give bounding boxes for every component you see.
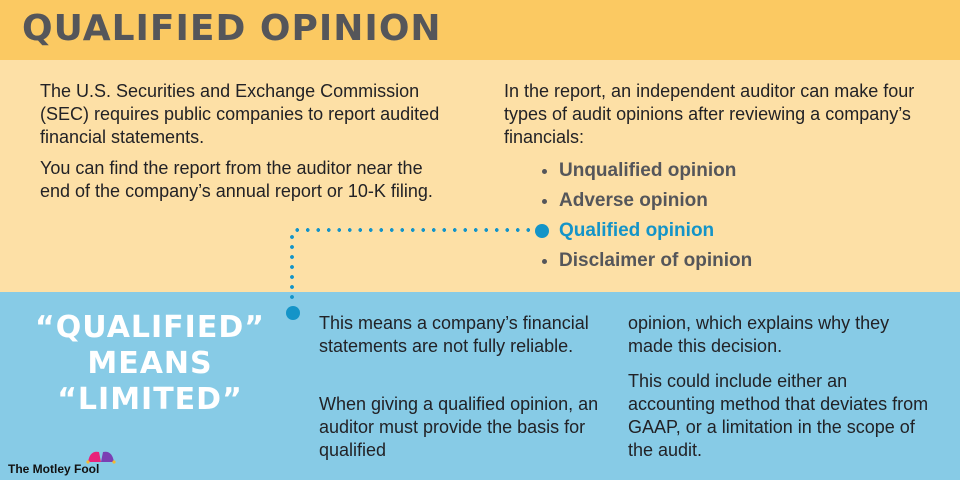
bullet-icon	[542, 169, 547, 174]
jester-hat-icon	[86, 451, 116, 464]
bullet-icon	[542, 199, 547, 204]
callout-heading: “QUALIFIED” MEANS “LIMITED”	[35, 310, 265, 417]
opinion-types-intro: In the report, an independent auditor ca…	[504, 81, 915, 147]
intro-paragraph-sec: The U.S. Securities and Exchange Commiss…	[40, 81, 440, 147]
list-item: Adverse opinion	[540, 186, 752, 216]
basis-continued-paragraph: opinion, which explains why they made th…	[628, 313, 890, 356]
list-item: Unqualified opinion	[540, 156, 752, 186]
gaap-paragraph: This could include either an accounting …	[628, 371, 929, 460]
top-section	[0, 60, 960, 292]
opinion-types-list: Unqualified opinion Adverse opinion Qual…	[535, 156, 752, 276]
list-item: Disclaimer of opinion	[540, 246, 752, 276]
meaning-paragraph: This means a company’s financial stateme…	[319, 313, 589, 356]
header-band: QUALIFIED OPINION	[0, 0, 960, 60]
page-title: QUALIFIED OPINION	[22, 8, 442, 49]
bullet-icon	[542, 259, 547, 264]
dotted-connector-vertical	[290, 232, 294, 300]
dotted-connector-horizontal	[292, 228, 532, 232]
connector-end-dot-icon	[286, 306, 300, 320]
list-item-highlighted: Qualified opinion	[535, 216, 752, 246]
motley-fool-logo: The Motley Fool	[8, 448, 118, 478]
intro-paragraph-report: You can find the report from the auditor…	[40, 158, 433, 201]
highlight-dot-icon	[535, 224, 549, 238]
basis-paragraph: When giving a qualified opinion, an audi…	[319, 394, 599, 460]
bottom-section	[0, 292, 960, 480]
